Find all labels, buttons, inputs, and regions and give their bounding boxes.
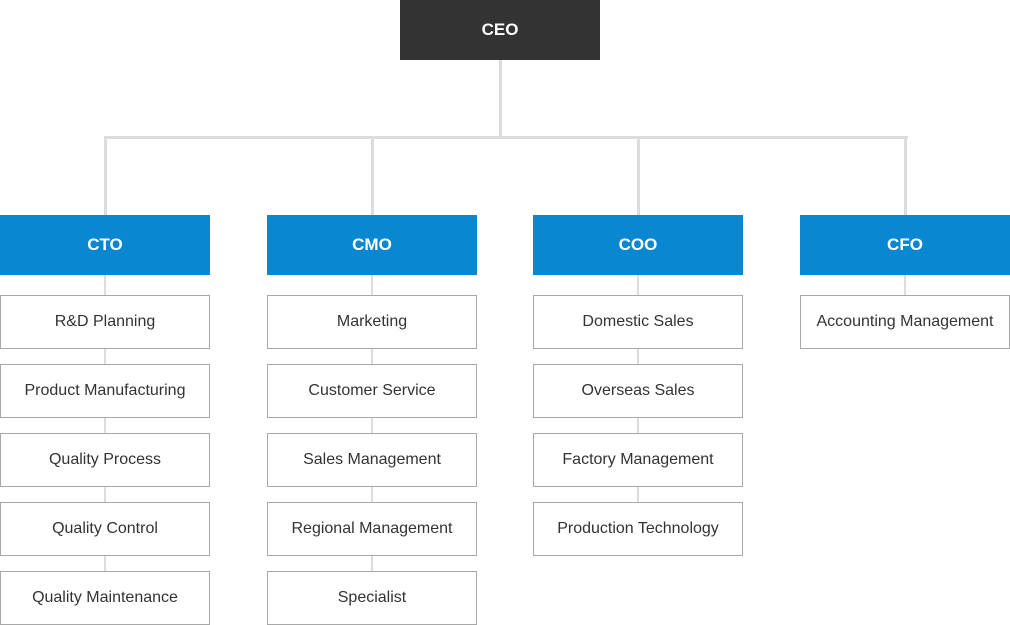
ceo-label: CEO <box>481 20 519 39</box>
department-label: Product Manufacturing <box>24 382 186 399</box>
department-specialist: Specialist <box>267 571 477 625</box>
department-label: Production Technology <box>557 520 719 537</box>
coo-connector <box>637 136 640 215</box>
cto-connector <box>104 136 107 215</box>
coo-box: COO <box>533 215 743 275</box>
executive-connector-horizontal <box>104 136 908 139</box>
department-accounting-management: Accounting Management <box>800 295 1010 349</box>
department-label: Sales Management <box>303 451 441 468</box>
department-label: Marketing <box>336 313 408 330</box>
department-domestic-sales: Domestic Sales <box>533 295 743 349</box>
cfo-connector <box>904 136 907 215</box>
department-label: Domestic Sales <box>582 313 694 330</box>
department-product-manufacturing: Product Manufacturing <box>0 364 210 418</box>
department-factory-management: Factory Management <box>533 433 743 487</box>
coo-label: COO <box>618 235 658 254</box>
department-label: Factory Management <box>562 451 714 468</box>
cto-box: CTO <box>0 215 210 275</box>
department-label: Customer Service <box>308 382 436 399</box>
department-label: Quality Control <box>52 520 158 537</box>
ceo-box: CEO <box>400 0 600 60</box>
cfo-department-spine <box>904 275 906 297</box>
department-quality-process: Quality Process <box>0 433 210 487</box>
cfo-label: CFO <box>887 235 923 254</box>
cto-label: CTO <box>87 235 123 254</box>
department-rd-planning: R&D Planning <box>0 295 210 349</box>
department-overseas-sales: Overseas Sales <box>533 364 743 418</box>
department-regional-management: Regional Management <box>267 502 477 556</box>
department-quality-maintenance: Quality Maintenance <box>0 571 210 625</box>
department-label: Regional Management <box>291 520 453 537</box>
department-label: Quality Process <box>48 451 162 468</box>
cfo-box: CFO <box>800 215 1010 275</box>
department-customer-service: Customer Service <box>267 364 477 418</box>
cto-department-spine <box>104 275 106 575</box>
department-label: Quality Maintenance <box>32 589 178 606</box>
department-sales-management: Sales Management <box>267 433 477 487</box>
cmo-label: CMO <box>352 235 392 254</box>
department-quality-control: Quality Control <box>0 502 210 556</box>
department-label: R&D Planning <box>54 313 156 330</box>
department-marketing: Marketing <box>267 295 477 349</box>
department-label: Accounting Management <box>816 313 994 330</box>
ceo-connector-vertical <box>499 60 502 138</box>
cmo-connector <box>371 136 374 215</box>
cmo-box: CMO <box>267 215 477 275</box>
department-label: Specialist <box>337 589 407 606</box>
cmo-department-spine <box>371 275 373 575</box>
department-production-technology: Production Technology <box>533 502 743 556</box>
department-label: Overseas Sales <box>581 382 695 399</box>
